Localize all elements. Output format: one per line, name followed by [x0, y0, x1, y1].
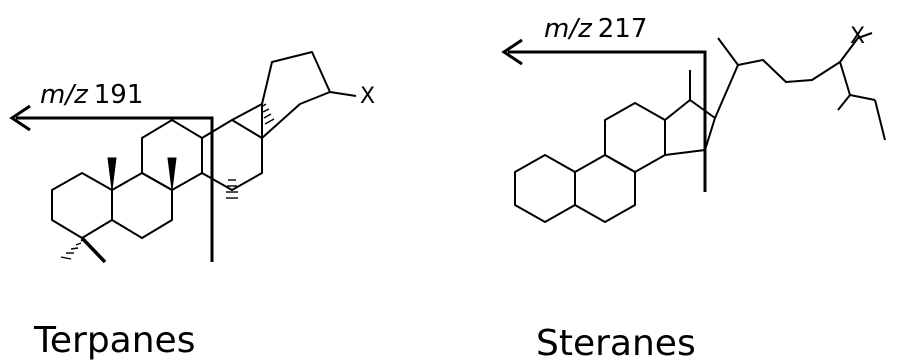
sterane-isopropyl: [839, 61, 876, 101]
sterane-cleavage-line: [508, 50, 707, 192]
sterane-mz-prefix: m/z: [544, 14, 593, 44]
sterane-ring-b: [574, 154, 636, 223]
terpane-structure: [51, 51, 357, 264]
sterane-ring-c: [604, 102, 666, 173]
terpane-ring-d-e-fusion: [231, 103, 263, 121]
sterane-c20-methyl: [717, 37, 739, 66]
terpane-substituent-label: X: [360, 84, 375, 109]
terpane-c14-methyl-hashed: [226, 179, 238, 199]
terpane-substituent-bond: [329, 91, 357, 97]
terpane-mz-mass: 191: [94, 80, 144, 110]
sterane-terminal-methyl: [874, 99, 886, 141]
terpane-ring-a: [51, 172, 113, 239]
steranes-title: Steranes: [536, 323, 696, 363]
sterane-arrowhead: [501, 38, 523, 66]
terpane-c8-methyl-wedge: [167, 157, 177, 191]
terpane-cleavage-line: [16, 116, 214, 262]
terpanes-title: Terpanes: [33, 320, 195, 361]
sterane-side-chain: [714, 32, 873, 119]
terpane-c4-methyl-bold: [80, 236, 107, 264]
terpane-c4-methyl-hashed: [60, 238, 85, 260]
sterane-mz-mass: 217: [598, 14, 648, 44]
terpane-mz-prefix: m/z: [40, 80, 89, 110]
terpane-ring-b: [111, 172, 173, 239]
terpane-c18-hashed-bond: [262, 103, 275, 125]
sterane-fragment-arrow: [501, 38, 707, 192]
sterane-ring-d: [664, 99, 716, 156]
terpane-fragment-arrow: [9, 104, 214, 262]
sterane-structure: [514, 32, 886, 223]
sterane-ring-a: [514, 154, 576, 223]
terpane-ring-e: [261, 51, 331, 139]
terpane-arrowhead: [9, 104, 31, 132]
sterane-isopropyl-branch: [837, 94, 851, 111]
sterane-substituent-label: X: [850, 24, 865, 49]
terpane-c10-methyl-wedge: [107, 157, 117, 191]
